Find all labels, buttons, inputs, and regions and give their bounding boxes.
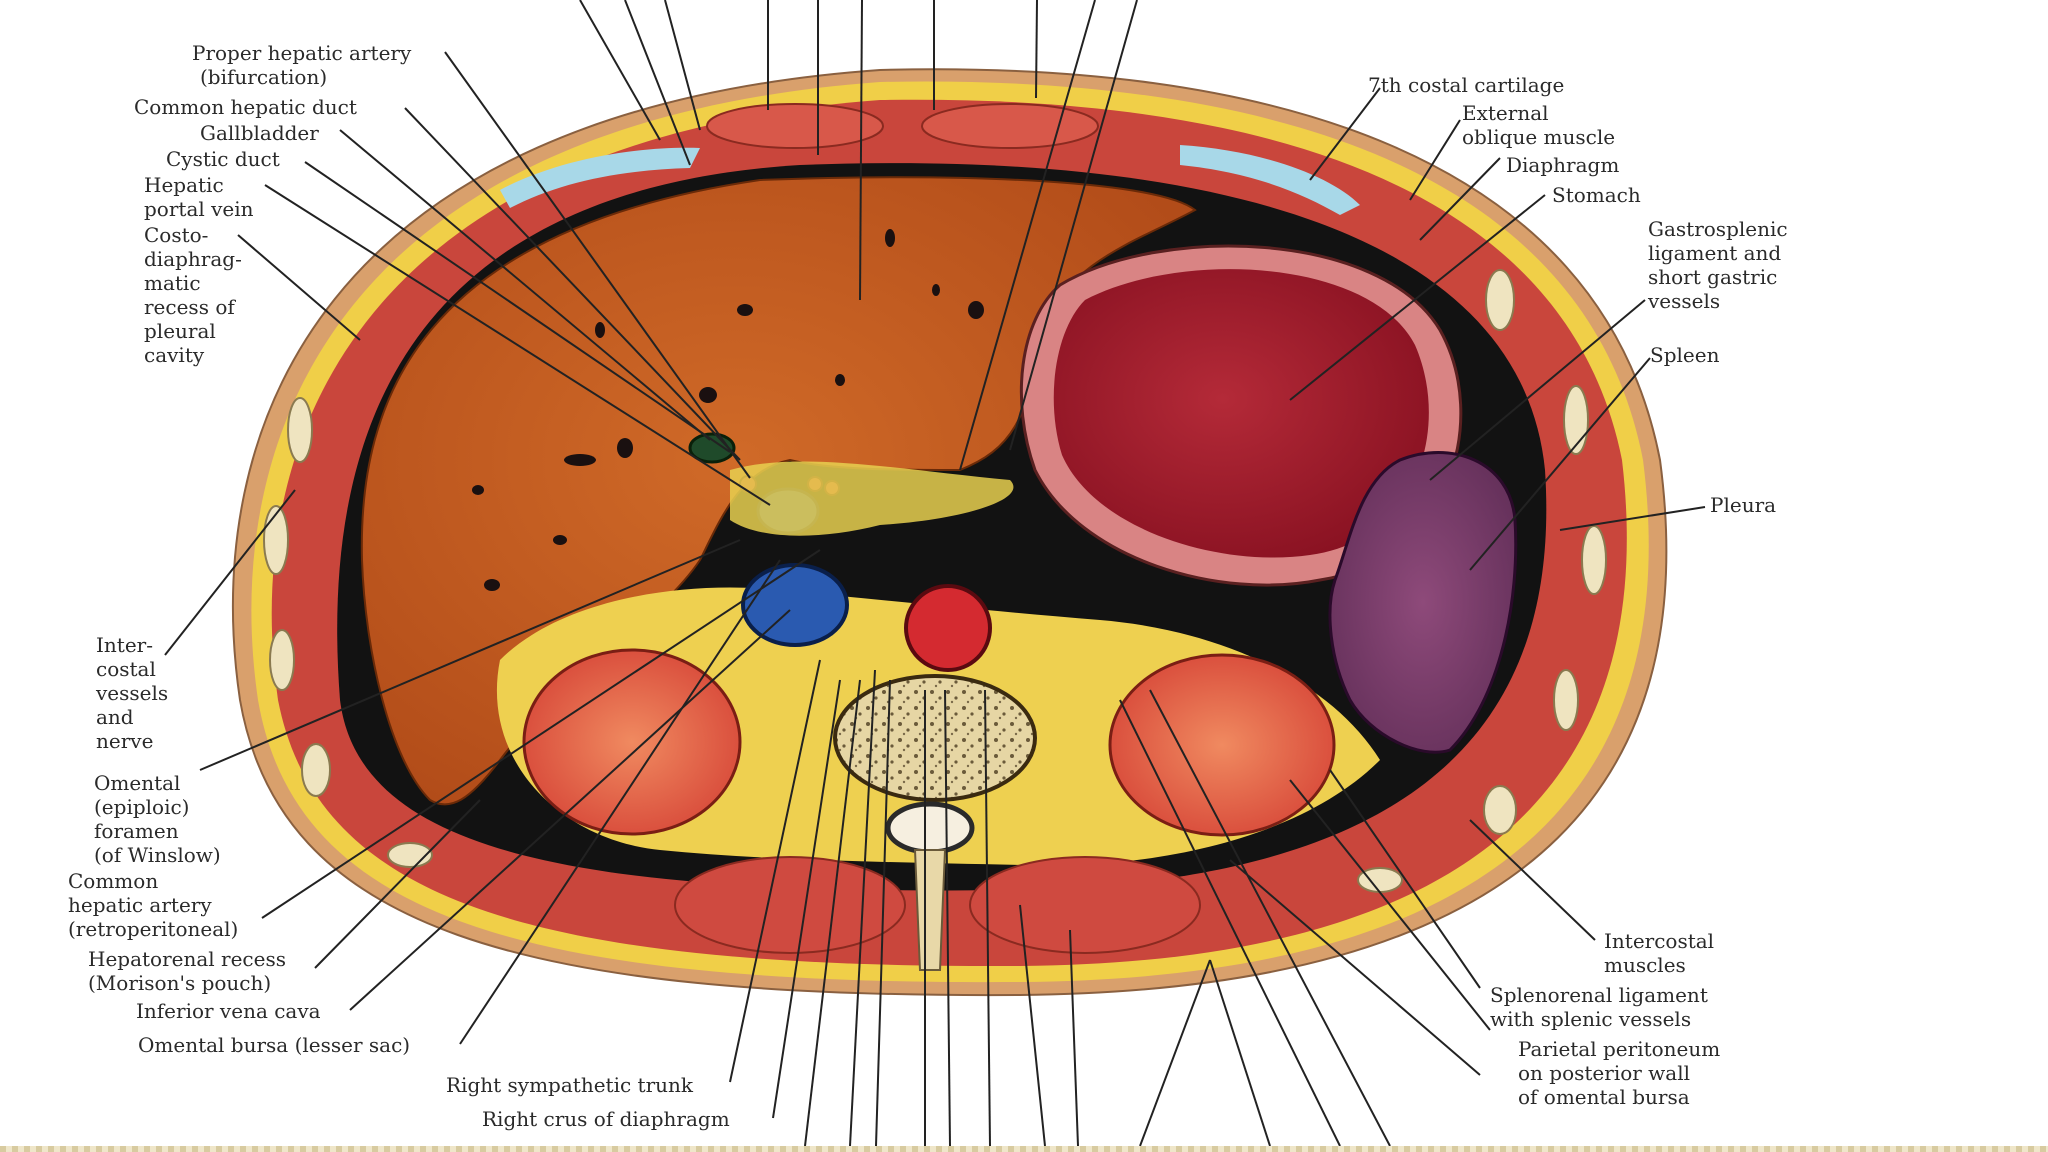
label-intercostal-vessels-4: and bbox=[96, 705, 134, 729]
label-parietal-peritoneum-3: of omental bursa bbox=[1518, 1085, 1690, 1109]
inferior-vena-cava bbox=[741, 563, 849, 647]
label-intercostal-vessels-5: nerve bbox=[96, 729, 153, 753]
stomach-lumen bbox=[1053, 269, 1429, 558]
label-gallbladder: Gallbladder bbox=[200, 121, 319, 145]
rectus-muscle-left bbox=[706, 103, 884, 149]
back-muscle-left bbox=[969, 856, 1201, 954]
label-omental-foramen-3: foramen bbox=[94, 819, 179, 843]
label-gastrosplenic-3: short gastric bbox=[1648, 265, 1777, 289]
label-common-hepatic-artery-2: hepatic artery bbox=[68, 893, 212, 917]
label-common-hepatic-artery-3: (retroperitoneal) bbox=[68, 917, 238, 941]
label-omental-foramen-2: (epiploic) bbox=[94, 795, 189, 819]
ribs bbox=[263, 269, 1607, 893]
bottom-border-strip bbox=[0, 1146, 2048, 1152]
label-parietal-peritoneum-2: on posterior wall bbox=[1518, 1061, 1690, 1085]
label-spleen: Spleen bbox=[1650, 343, 1720, 367]
label-omental-foramen-4: (of Winslow) bbox=[94, 843, 221, 867]
spleen bbox=[1328, 451, 1518, 754]
label-costodiaphragmatic-recess-5: pleural bbox=[144, 319, 216, 343]
label-hepatic-portal-vein-2: portal vein bbox=[144, 197, 254, 221]
leader-lines bbox=[164, 0, 1706, 1147]
spinous-process bbox=[913, 849, 947, 971]
label-stomach: Stomach bbox=[1552, 183, 1641, 207]
spinal-canal bbox=[885, 801, 975, 855]
label-proper-hepatic-artery: Proper hepatic artery bbox=[192, 41, 412, 65]
right-kidney bbox=[522, 648, 742, 836]
label-parietal-peritoneum-1: Parietal peritoneum bbox=[1518, 1037, 1720, 1061]
label-gastrosplenic-4: vessels bbox=[1647, 289, 1720, 313]
label-costodiaphragmatic-recess-4: recess of bbox=[144, 295, 236, 319]
label-intercostal-vessels-1: Inter- bbox=[96, 633, 153, 657]
label-costodiaphragmatic-recess-6: cavity bbox=[144, 343, 205, 367]
label-intercostal-vessels-2: costal bbox=[96, 657, 156, 681]
label-diaphragm: Diaphragm bbox=[1506, 153, 1619, 177]
label-hepatorenal-recess-1: Hepatorenal recess bbox=[88, 947, 286, 971]
label-pleura: Pleura bbox=[1710, 493, 1776, 517]
label-external-oblique-2: oblique muscle bbox=[1462, 125, 1615, 149]
label-omental-foramen-1: Omental bbox=[94, 771, 180, 795]
label-intercostal-muscles-2: muscles bbox=[1604, 953, 1686, 977]
liver-vessels bbox=[472, 229, 984, 591]
costal-cartilage-right bbox=[500, 147, 700, 208]
label-common-hepatic-duct: Common hepatic duct bbox=[134, 95, 357, 119]
back-muscle-right bbox=[674, 856, 906, 954]
label-splenorenal-2: with splenic vessels bbox=[1490, 1007, 1691, 1031]
costal-cartilage-left bbox=[1180, 145, 1360, 215]
label-cystic-duct: Cystic duct bbox=[166, 147, 280, 171]
label-omental-bursa: Omental bursa (lesser sac) bbox=[138, 1033, 410, 1057]
left-kidney bbox=[1108, 653, 1336, 837]
label-external-oblique-1: External bbox=[1462, 101, 1549, 125]
label-costodiaphragmatic-recess-3: matic bbox=[144, 271, 201, 295]
aorta bbox=[904, 584, 992, 672]
label-inferior-vena-cava: Inferior vena cava bbox=[136, 999, 321, 1023]
label-common-hepatic-artery-1: Common bbox=[68, 869, 158, 893]
label-7th-costal-cartilage: 7th costal cartilage bbox=[1368, 73, 1564, 97]
label-gastrosplenic-1: Gastrosplenic bbox=[1648, 217, 1788, 241]
label-costodiaphragmatic-recess-2: diaphrag- bbox=[144, 247, 242, 271]
label-hepatic-portal-vein-1: Hepatic bbox=[144, 173, 224, 197]
label-intercostal-muscles-1: Intercostal bbox=[1604, 929, 1714, 953]
label-right-crus: Right crus of diaphragm bbox=[482, 1107, 730, 1131]
label-bifurcation: (bifurcation) bbox=[200, 65, 327, 89]
vertebral-body bbox=[833, 674, 1037, 802]
label-hepatorenal-recess-2: (Morison's pouch) bbox=[88, 971, 271, 995]
hepatoduodenal-fat bbox=[730, 461, 1014, 536]
label-intercostal-vessels-3: vessels bbox=[95, 681, 168, 705]
label-gastrosplenic-2: ligament and bbox=[1648, 241, 1781, 265]
label-splenorenal-1: Splenorenal ligament bbox=[1490, 983, 1708, 1007]
label-costodiaphragmatic-recess-1: Costo- bbox=[144, 223, 208, 247]
rectus-muscle-right bbox=[921, 103, 1099, 149]
label-right-sympathetic-trunk: Right sympathetic trunk bbox=[446, 1073, 694, 1097]
